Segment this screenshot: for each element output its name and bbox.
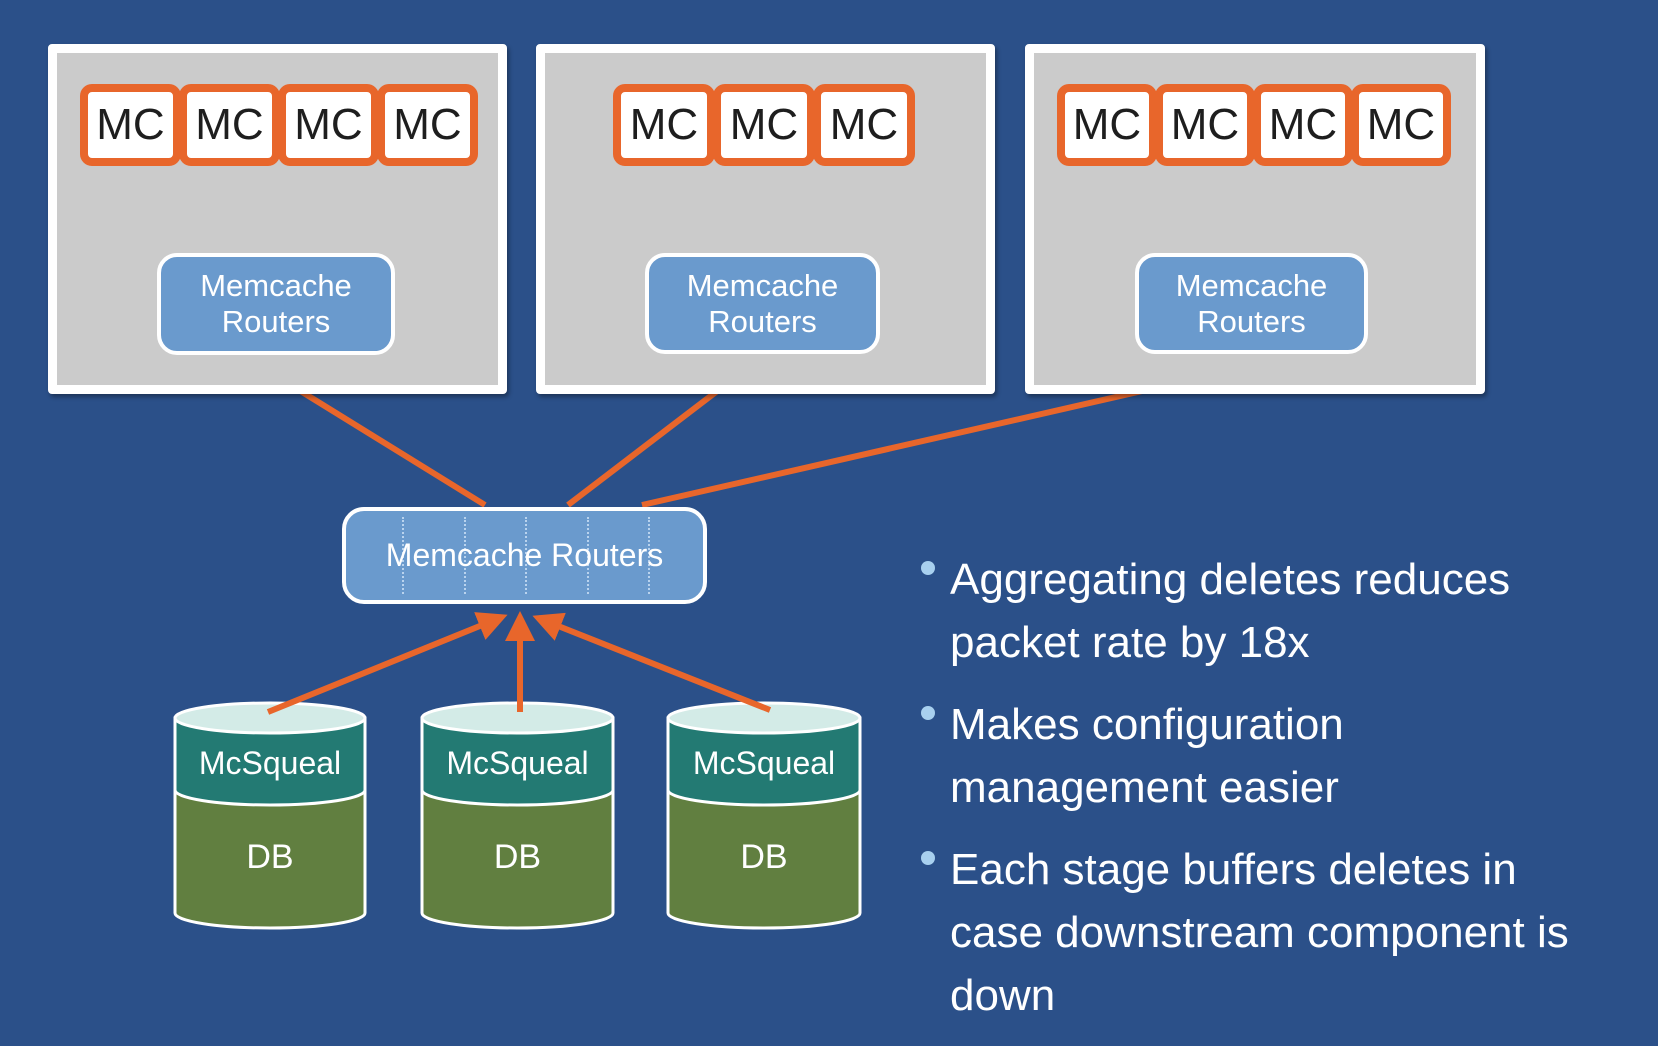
- segment-divider: [464, 517, 466, 594]
- db-2-body: [420, 788, 615, 930]
- db-1-top: [173, 701, 367, 735]
- router-label-line2: Routers: [221, 304, 331, 339]
- db-3-mcsqueal-band: [666, 716, 862, 807]
- bullet-line: management easier: [950, 763, 1339, 812]
- mc-node: MC: [1351, 84, 1451, 166]
- segment-divider: [587, 517, 589, 594]
- db-1-body-label: DB: [246, 838, 294, 876]
- db-3-band-label: McSqueal: [692, 745, 836, 781]
- cluster-router-2: Memcache Routers: [645, 253, 880, 354]
- central-router-label: Memcache Routers: [385, 537, 664, 573]
- bullet-line: Aggregating deletes reduces: [950, 555, 1511, 604]
- central-memcache-router: Memcache Routers: [342, 507, 707, 604]
- arrow-17: [532, 612, 772, 713]
- bullet-line: Each stage buffers deletes in: [950, 845, 1517, 894]
- bullet-dot-icon: [921, 851, 935, 865]
- segment-divider: [402, 517, 404, 594]
- mc-node: MC: [1155, 84, 1255, 166]
- mc-node: MC: [713, 84, 815, 166]
- db-2-mcsqueal-band: [420, 716, 615, 807]
- db-1-band-label: McSqueal: [198, 745, 342, 781]
- bullet-line: Makes configuration: [950, 700, 1344, 749]
- segment-divider: [525, 517, 527, 594]
- cluster-router-3: Memcache Routers: [1135, 253, 1368, 354]
- router-label-line1: Memcache: [200, 268, 352, 303]
- db-3-body: [666, 788, 862, 930]
- mc-node: MC: [1253, 84, 1353, 166]
- mc-node: MC: [377, 84, 478, 166]
- bullet-dot-icon: [921, 561, 935, 575]
- db-2-body-label: DB: [493, 838, 542, 876]
- segment-divider: [648, 517, 650, 594]
- mc-node: MC: [813, 84, 915, 166]
- mc-node: MC: [278, 84, 379, 166]
- router-label-line2: Routers: [1197, 303, 1306, 339]
- db-1-mcsqueal-band: [173, 716, 367, 807]
- router-label-line2: Routers: [708, 303, 817, 339]
- mc-node: MC: [613, 84, 715, 166]
- bullet-item-1: Aggregating deletes reduces packet rate …: [920, 548, 1640, 674]
- router-label-line1: Memcache: [686, 267, 839, 303]
- db-2-band-label: McSqueal: [446, 745, 589, 781]
- bullet-dot-icon: [921, 706, 935, 720]
- arrow-15: [266, 612, 508, 715]
- router-label-line1: Memcache: [1175, 267, 1328, 303]
- db-3-body-label: DB: [740, 838, 788, 876]
- bullet-list: Aggregating deletes reduces packet rate …: [920, 548, 1640, 1046]
- bullet-line: case downstream component is: [950, 908, 1569, 957]
- mc-node: MC: [80, 84, 181, 166]
- db-3-top: [666, 701, 862, 735]
- cluster-router-1: Memcache Routers: [157, 253, 395, 355]
- db-1-body: [173, 788, 367, 930]
- bullet-line: down: [950, 971, 1056, 1020]
- bullet-item-3: Each stage buffers deletes in case downs…: [920, 838, 1640, 1027]
- mc-node: MC: [1057, 84, 1157, 166]
- bullet-item-2: Makes configuration management easier: [920, 693, 1640, 819]
- mc-node: MC: [179, 84, 280, 166]
- bullet-line: packet rate by 18x: [950, 618, 1310, 667]
